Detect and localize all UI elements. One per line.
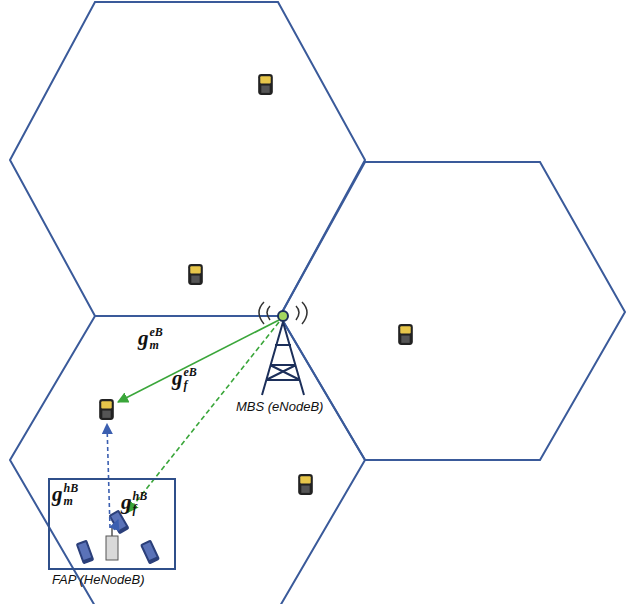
- channel-gain: ghBm: [52, 482, 78, 507]
- channel-gain: ghBf: [121, 490, 147, 515]
- subscript-index: m: [64, 495, 79, 508]
- phone-icon: [99, 399, 114, 420]
- mbs-tower: [259, 302, 307, 395]
- fap-router: [106, 528, 118, 560]
- macro-link: [118, 320, 279, 402]
- channel-gain: geBf: [172, 366, 197, 391]
- subscript-index: m: [150, 339, 163, 352]
- gain-indices: hBf: [133, 490, 148, 515]
- gain-indices: eBf: [184, 366, 197, 391]
- phone-icon: [298, 474, 313, 495]
- femto-interference-link: [107, 424, 110, 528]
- channel-gain: geBm: [138, 326, 163, 351]
- femto-link: [114, 520, 118, 530]
- gain-symbol: g: [121, 492, 132, 513]
- tablet-icon: [140, 539, 160, 564]
- subscript-index: f: [133, 503, 148, 516]
- area-caption: FAP (HeNodeB): [52, 572, 144, 587]
- tablet-icon: [76, 540, 95, 565]
- superscript-index: hB: [64, 482, 79, 495]
- subscript-index: f: [184, 379, 197, 392]
- cross-link: [128, 322, 279, 512]
- phone-icon: [398, 324, 413, 345]
- phone-icon: [188, 264, 203, 285]
- superscript-index: hB: [133, 490, 148, 503]
- phone-icon: [258, 74, 273, 95]
- gain-symbol: g: [52, 484, 63, 505]
- gain-indices: hBm: [64, 482, 79, 507]
- gain-symbol: g: [172, 368, 183, 389]
- gain-indices: eBm: [150, 326, 163, 351]
- gain-symbol: g: [138, 328, 149, 349]
- superscript-index: eB: [184, 366, 197, 379]
- station-label: MBS (eNodeB): [236, 399, 323, 414]
- cell-hexagons: [10, 2, 625, 604]
- superscript-index: eB: [150, 326, 163, 339]
